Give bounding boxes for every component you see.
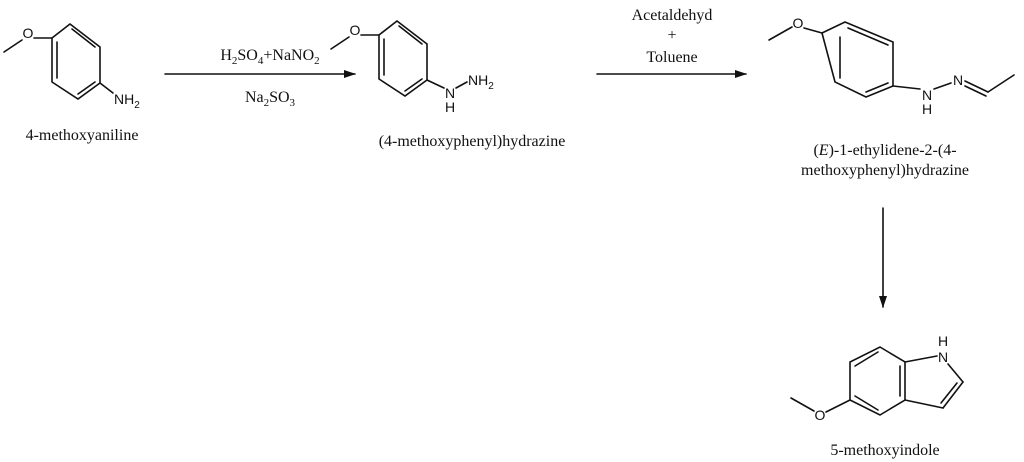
atom-h: H [445, 99, 455, 115]
reagent-acid-nitrite: H2SO4+NaNO2 [220, 47, 319, 67]
reaction-step-2: Acetaldehyd + Toluene [596, 7, 747, 78]
atom-nh2: NH2 [468, 72, 494, 92]
atom-o: O [793, 15, 804, 31]
compound-name-line2: methoxyphenyl)hydrazine [801, 162, 969, 179]
compound-name-line1: (E)-1-ethylidene-2-(4- [813, 142, 956, 159]
atom-nh2: NH2 [114, 91, 140, 111]
compound-4-methoxyaniline: O NH2 4-methoxyaniline [3, 22, 140, 144]
compound-5-methoxyindole: N H O 5-methoxyindole [790, 333, 964, 459]
atom-nh: N [922, 87, 932, 103]
reaction-step-1: H2SO4+NaNO2 Na2SO3 [164, 47, 356, 109]
atom-n: N [953, 72, 963, 88]
atom-nh: N [445, 85, 455, 101]
reagent-acetaldehyde: Acetaldehyd [632, 7, 713, 24]
compound-name: 5-methoxyindole [830, 442, 939, 459]
compound-name: (4-methoxyphenyl)hydrazine [379, 133, 566, 150]
atom-h: H [922, 101, 932, 117]
compound-name: 4-methoxyaniline [26, 127, 139, 144]
atom-h: H [938, 333, 948, 349]
reagent-sulfite: Na2SO3 [245, 89, 296, 109]
compound-ethylidene-hydrazine: O N H N (E)-1-ethylidene-2-(4- methoxyph… [768, 15, 1015, 179]
atom-n: N [938, 349, 948, 365]
reagent-plus: + [667, 27, 676, 44]
compound-4-methoxyphenylhydrazine: O N H NH2 (4-methoxyphenyl)hydrazine [330, 19, 566, 150]
reagent-toluene: Toluene [646, 49, 697, 66]
atom-o: O [23, 25, 34, 41]
atom-o: O [350, 22, 361, 38]
atom-o: O [815, 407, 826, 423]
